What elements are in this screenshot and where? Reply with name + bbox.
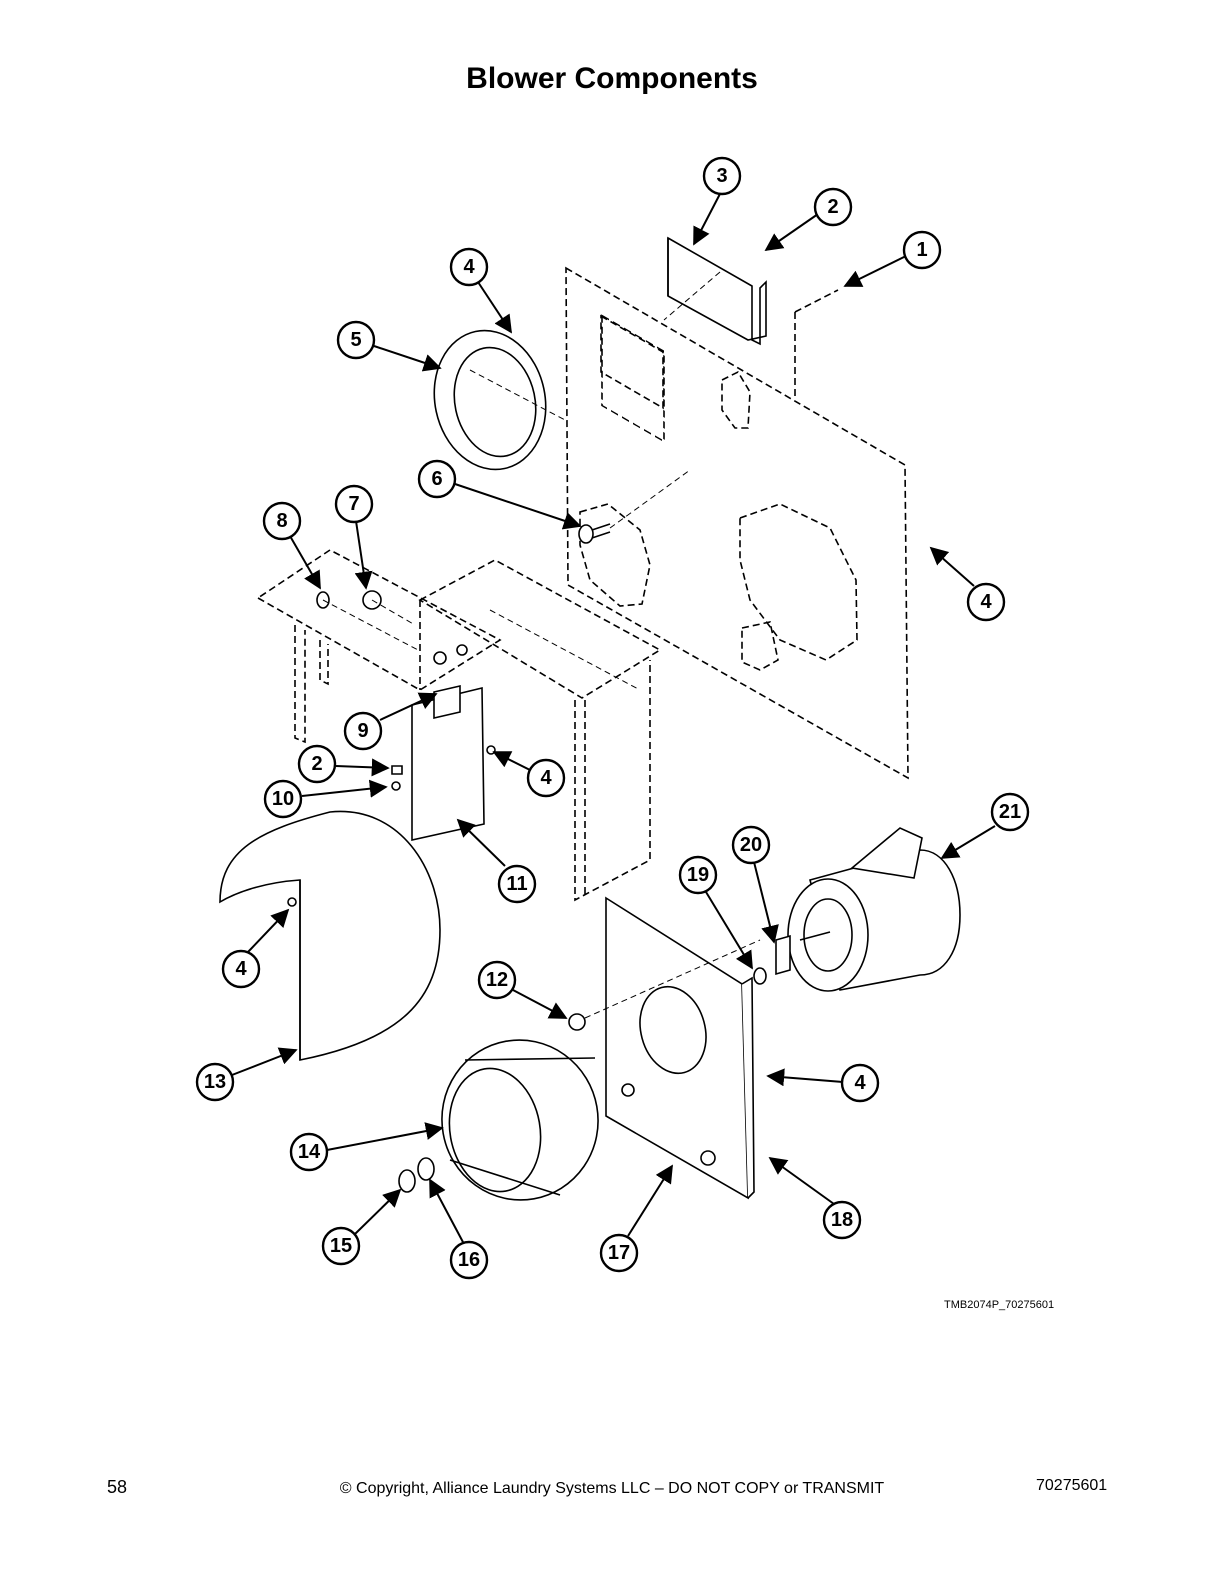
callout-17: 17 <box>599 1233 639 1273</box>
blower-housing-part-13 <box>219 810 441 1061</box>
svg-text:10: 10 <box>272 788 294 810</box>
callout-11: 11 <box>497 864 537 904</box>
callout-13: 13 <box>195 1062 235 1102</box>
svg-text:17: 17 <box>608 1242 630 1264</box>
svg-text:12: 12 <box>486 969 508 991</box>
blower-wheel-part-14 <box>441 1039 599 1201</box>
svg-text:6: 6 <box>431 468 442 490</box>
svg-text:14: 14 <box>298 1141 321 1163</box>
motor-part-21 <box>753 827 961 992</box>
callout-18: 18 <box>822 1200 862 1240</box>
svg-text:5: 5 <box>350 329 361 351</box>
screw-part-6 <box>578 469 691 544</box>
page-number: 58 <box>107 1477 128 1497</box>
svg-text:4: 4 <box>854 1072 866 1094</box>
svg-text:16: 16 <box>458 1249 480 1271</box>
svg-text:3: 3 <box>716 165 727 187</box>
svg-text:18: 18 <box>831 1209 853 1231</box>
svg-text:8: 8 <box>276 510 287 532</box>
callout-4: 4 <box>966 582 1006 622</box>
callout-20: 20 <box>731 825 771 865</box>
drawing-id: TMB2074P_70275601 <box>944 1299 1055 1311</box>
callout-6: 6 <box>417 459 457 499</box>
callout-4: 4 <box>526 758 566 798</box>
svg-text:4: 4 <box>980 591 992 613</box>
svg-text:4: 4 <box>235 958 247 980</box>
svg-text:11: 11 <box>506 873 527 895</box>
page-title: Blower Components <box>466 62 758 95</box>
plate-part-11 <box>391 684 496 841</box>
bracket-part-3 <box>663 236 767 346</box>
callout-19: 19 <box>678 855 718 895</box>
svg-text:2: 2 <box>827 196 838 218</box>
leader-lines <box>231 189 996 1245</box>
document-number: 70275601 <box>1036 1477 1108 1494</box>
callout-21: 21 <box>990 792 1030 832</box>
callout-14: 14 <box>289 1132 329 1172</box>
svg-text:7: 7 <box>348 493 359 515</box>
svg-text:4: 4 <box>540 767 552 789</box>
svg-text:4: 4 <box>463 256 475 278</box>
callout-4: 4 <box>221 949 261 989</box>
callout-16: 16 <box>449 1240 489 1280</box>
svg-text:15: 15 <box>330 1235 352 1257</box>
svg-text:1: 1 <box>916 239 927 261</box>
back-panel <box>565 266 909 780</box>
callout-8: 8 <box>262 501 302 541</box>
svg-text:19: 19 <box>687 864 709 886</box>
ring-part-5 <box>433 329 566 471</box>
svg-text:9: 9 <box>357 720 368 742</box>
copyright-notice: © Copyright, Alliance Laundry Systems LL… <box>339 1480 885 1497</box>
callout-3: 3 <box>702 156 742 196</box>
callout-1: 1 <box>902 230 942 270</box>
callout-5: 5 <box>336 320 376 360</box>
nut-washer-parts-15-16 <box>398 1157 435 1193</box>
callout-2: 2 <box>813 187 853 227</box>
svg-text:13: 13 <box>204 1071 226 1093</box>
callout-7: 7 <box>334 484 374 524</box>
callout-2: 2 <box>297 744 337 784</box>
callout-15: 15 <box>321 1226 361 1266</box>
callout-10: 10 <box>263 779 303 819</box>
callout-12: 12 <box>477 960 517 1000</box>
callout-4: 4 <box>840 1063 880 1103</box>
svg-text:2: 2 <box>311 753 322 775</box>
svg-text:20: 20 <box>740 834 762 856</box>
motor-plate-part-17 <box>568 896 761 1200</box>
control-bracket <box>256 549 662 902</box>
svg-text:21: 21 <box>999 801 1021 823</box>
callout-9: 9 <box>343 711 383 751</box>
callout-4: 4 <box>449 247 489 287</box>
